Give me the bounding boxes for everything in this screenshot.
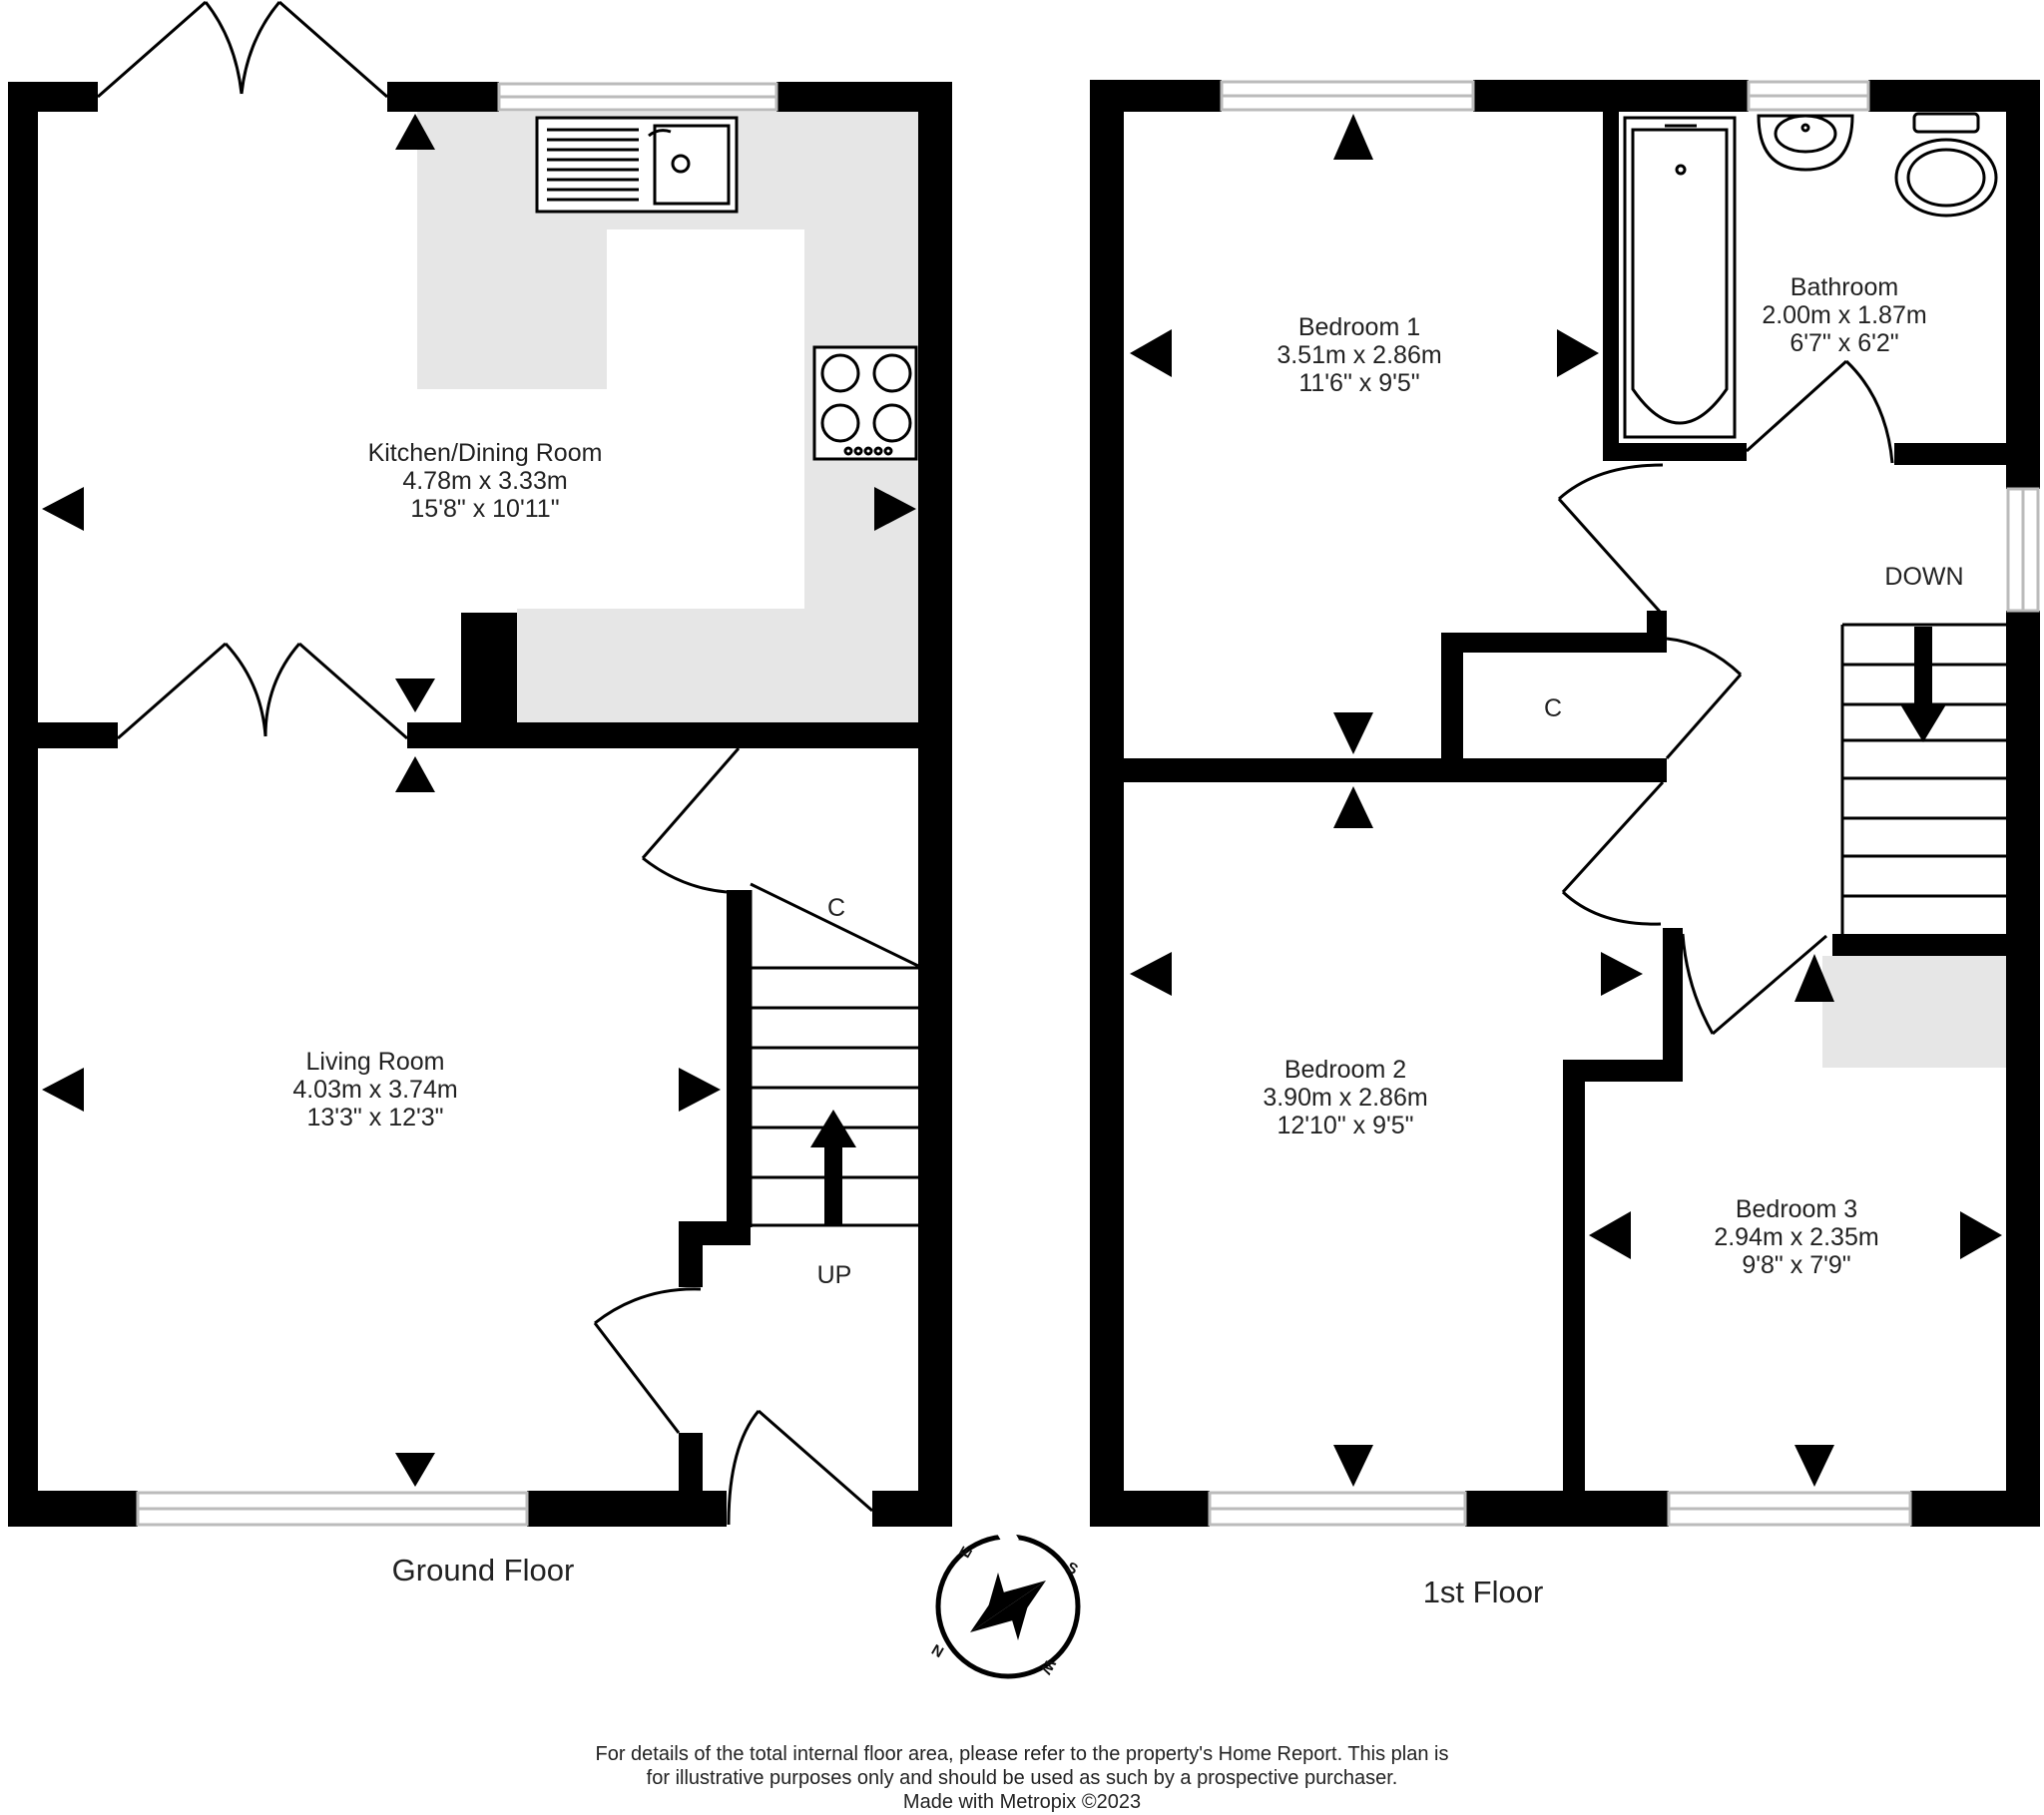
kitchen-imperial: 15'8" x 10'11" <box>410 495 559 523</box>
compass-rose-icon: E S N W <box>929 1526 1081 1679</box>
first-floor-label: 1st Floor <box>1423 1575 1544 1609</box>
first-floor-doors <box>1557 359 1894 1036</box>
bedroom-1-imperial: 11'6" x 9'5" <box>1298 369 1419 397</box>
ground-cupboard-label: C <box>827 894 845 922</box>
bedroom-3-label: Bedroom 3 2.94m x 2.35m 9'8" x 7'9" <box>1714 1195 1878 1279</box>
bedroom-1-metric: 3.51m x 2.86m <box>1277 341 1441 369</box>
disclaimer-line-1: For details of the total internal floor … <box>596 1743 1449 1765</box>
bedroom-1-name: Bedroom 1 <box>1298 313 1420 341</box>
kitchen-north-arrow-icon <box>395 114 435 150</box>
bedroom-3-metric: 2.94m x 2.35m <box>1714 1223 1878 1251</box>
compass-south-label: S <box>1064 1559 1081 1579</box>
bathroom-name: Bathroom <box>1790 273 1898 301</box>
bath-icon <box>1623 116 1737 439</box>
hob-icon <box>812 345 918 461</box>
bedroom-2-name: Bedroom 2 <box>1284 1056 1406 1084</box>
kitchen-label: Kitchen/Dining Room 4.78m x 3.33m 15'8" … <box>368 439 603 523</box>
disclaimer-line-2: for illustrative purposes only and shoul… <box>647 1767 1398 1789</box>
stairs-up-arrow-icon <box>810 1110 856 1225</box>
first-floor-windows <box>1208 80 2040 1527</box>
ground-floor-walls <box>8 82 952 1527</box>
toilet-icon <box>1894 112 1998 218</box>
sink-icon <box>535 116 739 214</box>
stairs-down-label: DOWN <box>1884 563 1963 591</box>
living-room-name: Living Room <box>306 1048 445 1076</box>
first-floor-dimension-arrows <box>1130 114 2002 1487</box>
bedroom-2-label: Bedroom 2 3.90m x 2.86m 12'10" x 9'5" <box>1263 1056 1427 1139</box>
kitchen-name: Kitchen/Dining Room <box>368 439 603 467</box>
disclaimer: For details of the total internal floor … <box>596 1743 1449 1813</box>
stairs-up-label: UP <box>817 1261 852 1289</box>
bedroom-3-imperial: 9'8" x 7'9" <box>1742 1251 1850 1279</box>
bathroom-metric: 2.00m x 1.87m <box>1762 301 1926 329</box>
living-room-metric: 4.03m x 3.74m <box>292 1076 457 1104</box>
bedroom-2-metric: 3.90m x 2.86m <box>1263 1084 1427 1112</box>
ground-floor-plan: Kitchen/Dining Room 4.78m x 3.33m 15'8" … <box>8 0 952 1588</box>
ground-floor-doors <box>97 0 873 1526</box>
bathroom-imperial: 6'7" x 6'2" <box>1789 329 1898 357</box>
disclaimer-line-3: Made with Metropix ©2023 <box>903 1791 1141 1813</box>
living-room-imperial: 13'3" x 12'3" <box>306 1104 443 1132</box>
ground-floor-windows <box>136 82 778 1527</box>
first-floor-walls <box>1090 80 2040 1527</box>
bedroom-3-name: Bedroom 3 <box>1736 1195 1857 1223</box>
bedroom-2-imperial: 12'10" x 9'5" <box>1277 1112 1413 1139</box>
compass-north-label: N <box>929 1640 947 1660</box>
first-cupboard-label: C <box>1544 694 1562 722</box>
first-floor-plan: Bedroom 1 3.51m x 2.86m 11'6" x 9'5" Bat… <box>1090 80 2040 1609</box>
kitchen-metric: 4.78m x 3.33m <box>402 467 567 495</box>
stairs-down-arrow-icon <box>1900 627 1946 742</box>
landing-floor-tint <box>1822 956 2006 1068</box>
basin-icon <box>1757 114 1854 172</box>
bathroom-label: Bathroom 2.00m x 1.87m 6'7" x 6'2" <box>1762 273 1926 357</box>
bedroom-1-label: Bedroom 1 3.51m x 2.86m 11'6" x 9'5" <box>1277 313 1441 397</box>
living-room-label: Living Room 4.03m x 3.74m 13'3" x 12'3" <box>292 1048 457 1132</box>
ground-floor-label: Ground Floor <box>392 1553 575 1588</box>
